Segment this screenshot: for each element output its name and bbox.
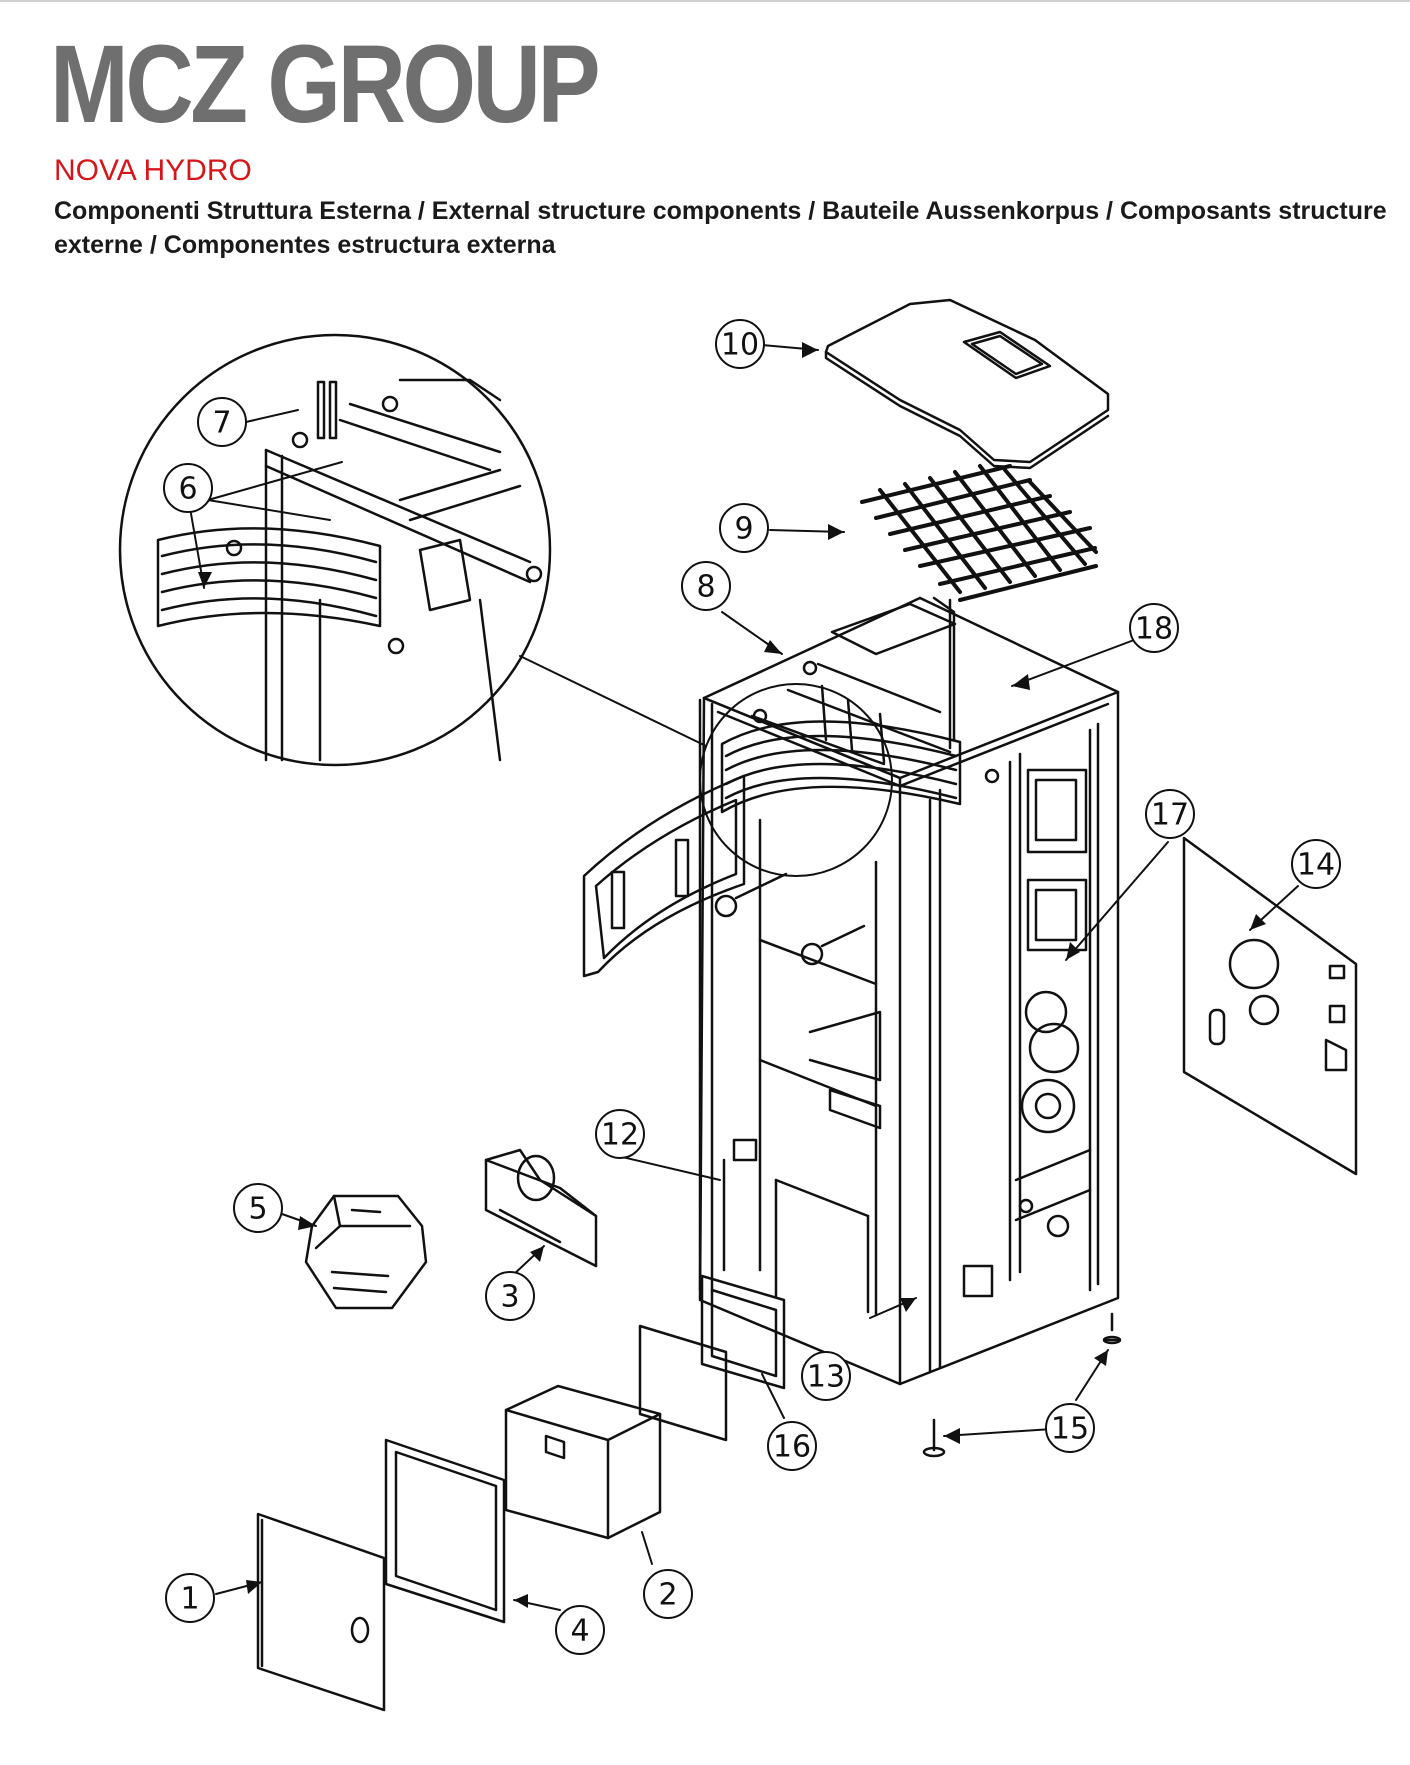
part-top-cover	[824, 298, 1110, 470]
callout-circle	[197, 397, 247, 447]
arrowheads	[198, 342, 1266, 1608]
part-mesh-grid	[860, 464, 1098, 602]
callout-circle	[719, 503, 769, 553]
callout-circle	[767, 1421, 817, 1471]
callout-number: 13	[807, 1360, 845, 1395]
callout-circle	[715, 319, 765, 369]
part-gasket-frame	[384, 1438, 506, 1624]
callout-18: 18	[1129, 603, 1179, 653]
callout-15: 15	[1045, 1403, 1095, 1453]
callout-number: 14	[1297, 848, 1335, 883]
callout-circle	[233, 1183, 283, 1233]
callout-circle	[681, 561, 731, 611]
part-brazier	[304, 1194, 428, 1310]
brand-logo: MCZ GROUP	[50, 23, 601, 146]
part-stove-body	[582, 596, 1120, 1386]
callout-number: 18	[1135, 612, 1173, 647]
callout-circle	[485, 1271, 535, 1321]
callout-3: 3	[485, 1271, 535, 1321]
page-subtitle: Componenti Struttura Esterna / External …	[54, 197, 1387, 259]
callout-number: 16	[773, 1430, 811, 1465]
callout-number: 5	[248, 1192, 267, 1227]
callout-9: 9	[719, 503, 769, 553]
callout-13: 13	[801, 1351, 851, 1401]
part-door-panel	[256, 1512, 386, 1712]
callout-circle	[1291, 839, 1341, 889]
callout-2: 2	[643, 1569, 693, 1619]
callout-circle	[1129, 603, 1179, 653]
callout-10: 10	[715, 319, 765, 369]
callout-8: 8	[681, 561, 731, 611]
callout-circle	[163, 463, 213, 513]
part-ash-drawer	[504, 1384, 662, 1540]
callout-number: 6	[178, 472, 197, 507]
callout-17: 17	[1145, 789, 1195, 839]
top-divider	[0, 0, 1410, 2]
callout-circle	[643, 1569, 693, 1619]
callout-14: 14	[1291, 839, 1341, 889]
callout-number: 12	[601, 1118, 639, 1153]
callout-number: 4	[570, 1614, 589, 1649]
callout-7: 7	[197, 397, 247, 447]
callout-circle	[1045, 1403, 1095, 1453]
callout-4: 4	[555, 1605, 605, 1655]
callout-circle	[801, 1351, 851, 1401]
callout-12: 12	[595, 1109, 645, 1159]
callout-circle	[595, 1109, 645, 1159]
callout-circle	[165, 1573, 215, 1623]
callout-number: 2	[658, 1578, 677, 1613]
callout-1: 1	[165, 1573, 215, 1623]
callout-number: 8	[696, 570, 715, 605]
callout-6: 6	[163, 463, 213, 513]
callout-number: 15	[1051, 1412, 1089, 1447]
callout-5: 5	[233, 1183, 283, 1233]
callout-number: 7	[212, 406, 231, 441]
part-feet	[922, 1312, 1122, 1458]
callout-number: 9	[734, 512, 753, 547]
part-rear-panel	[1182, 836, 1358, 1176]
callout-number: 1	[180, 1582, 199, 1617]
callout-circle	[1145, 789, 1195, 839]
callout-number: 10	[721, 328, 759, 363]
product-name: NOVA HYDRO	[54, 154, 252, 187]
callout-number: 17	[1151, 798, 1189, 833]
part-brazier-support	[484, 1148, 598, 1268]
callout-circle	[555, 1605, 605, 1655]
part-detail-view	[118, 333, 707, 767]
callout-number: 3	[500, 1280, 519, 1315]
part-inspection-covers	[638, 1274, 786, 1442]
callout-16: 16	[767, 1421, 817, 1471]
